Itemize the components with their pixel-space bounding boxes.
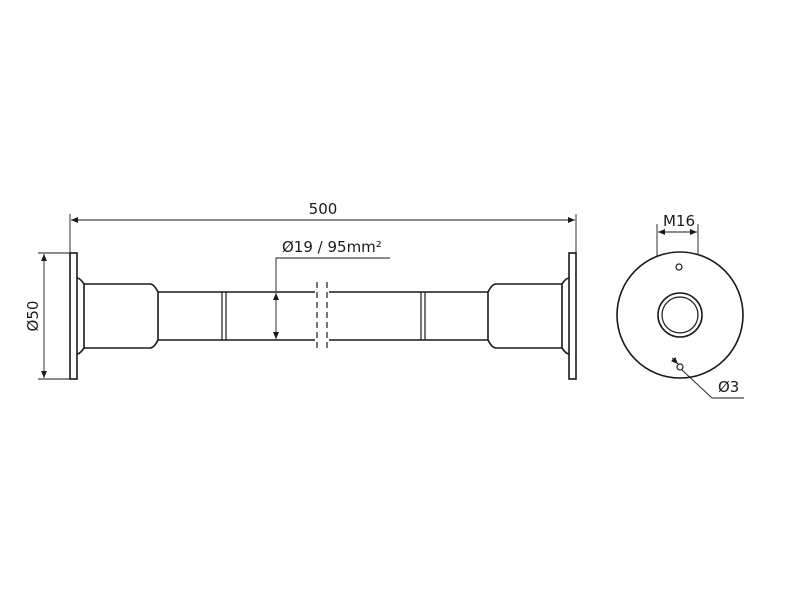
thread-bore-inner — [661, 296, 699, 334]
flange-disc — [616, 251, 744, 379]
cable-dimension: Ø19 / 95mm² — [273, 238, 390, 339]
thread-label: M16 — [663, 212, 695, 230]
side-view: 500 — [24, 200, 577, 380]
flange-diameter-label: Ø50 — [24, 301, 42, 332]
thread-bore-outer — [657, 292, 703, 338]
rod-body — [76, 277, 570, 355]
right-flange — [568, 252, 577, 380]
break-symbol — [316, 282, 328, 350]
cable-label: Ø19 / 95mm² — [282, 238, 382, 256]
hole-dimension: Ø3 — [670, 356, 744, 399]
left-flange — [69, 252, 78, 380]
bottom-hole — [676, 363, 684, 371]
hole-label: Ø3 — [718, 378, 739, 396]
flange-diameter-dimension: Ø50 — [24, 252, 70, 380]
length-label: 500 — [309, 200, 338, 218]
end-view: M16 Ø3 — [616, 212, 744, 399]
length-dimension: 500 — [69, 200, 577, 253]
top-hole — [675, 263, 683, 271]
